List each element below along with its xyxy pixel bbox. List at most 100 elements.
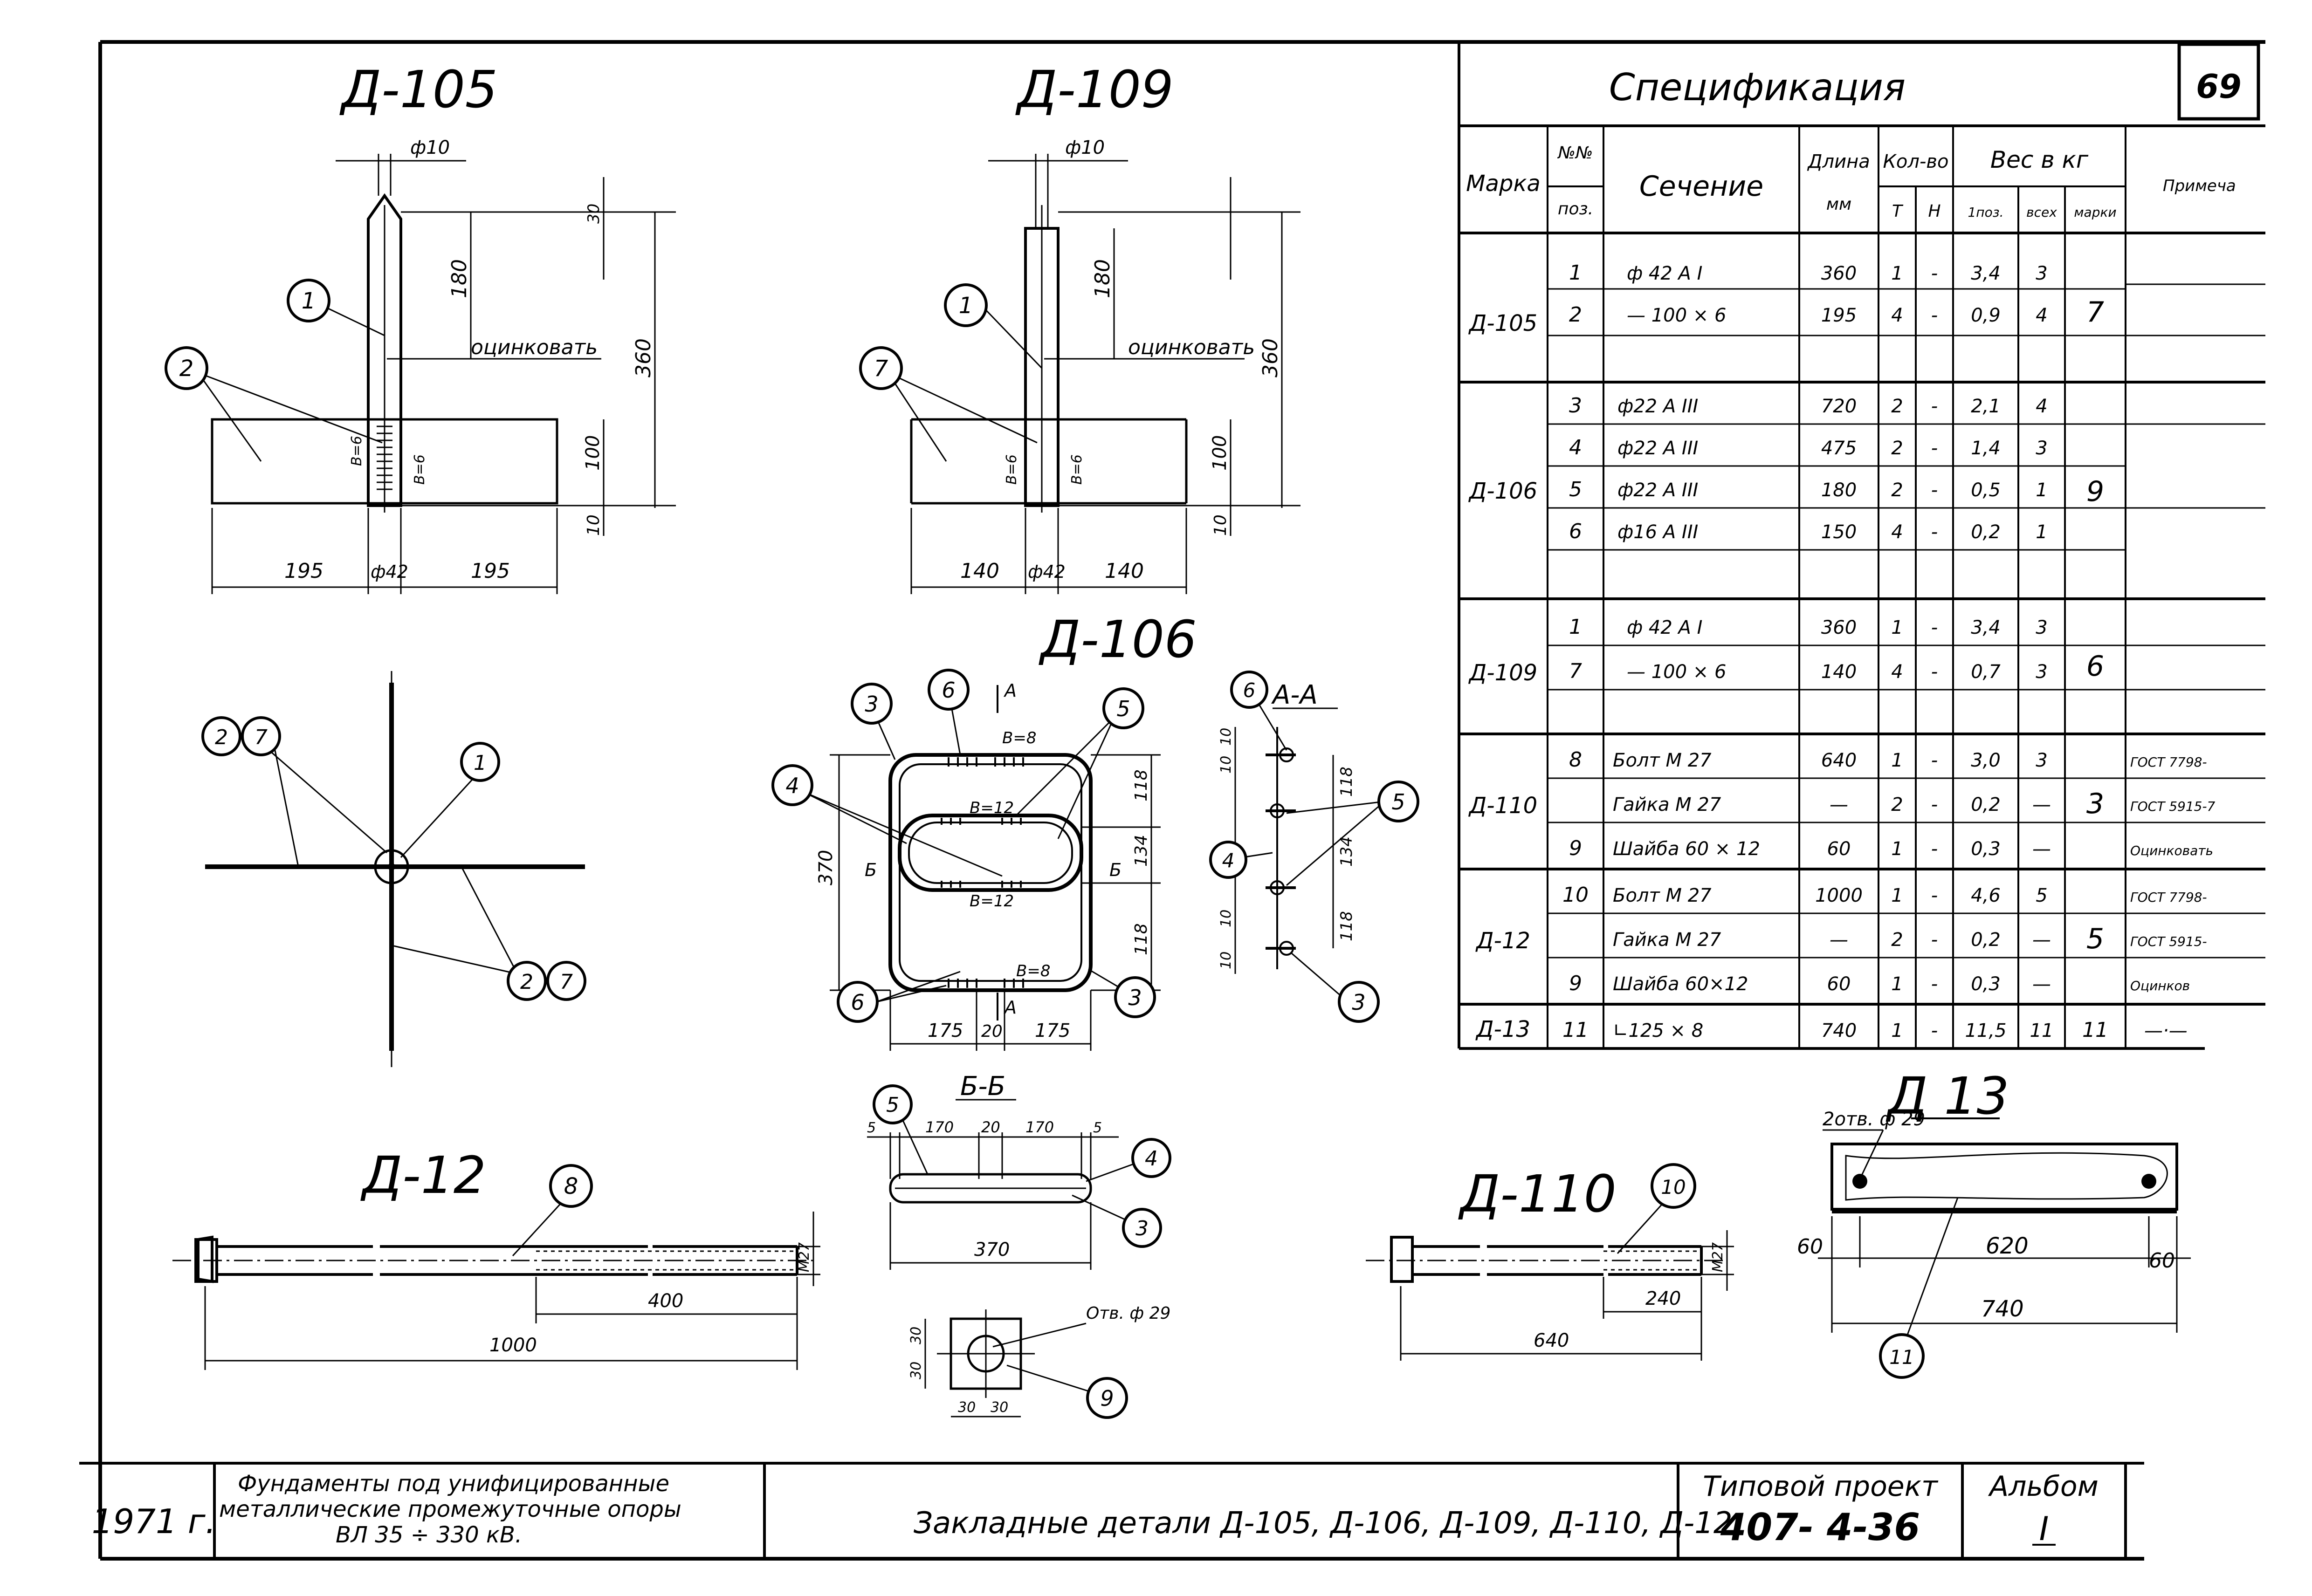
svg-text:-: -: [1931, 929, 1938, 951]
svg-text:Оцинковать: Оцинковать: [2130, 843, 2213, 858]
callout-3-d106-bottom: 3: [1114, 976, 1156, 1018]
hdr-qty-n: Н: [1928, 202, 1940, 221]
svg-text:—: —: [2032, 838, 2051, 860]
sheet-number: 69: [2196, 68, 2241, 106]
svg-text:11: 11: [2030, 1020, 2054, 1041]
svg-text:1: 1: [1891, 838, 1903, 860]
callout-8-d12: 8: [549, 1164, 593, 1208]
svg-text:640: 640: [1821, 750, 1857, 771]
spec-row: 2 — 100 × 6 195 4 - 0,9 4: [1569, 303, 2048, 327]
dim-100-d109: 100: [1209, 435, 1231, 471]
svg-text:3: 3: [1569, 394, 1582, 418]
svg-text:60: 60: [1827, 973, 1851, 995]
tb-project-label: Типовой проект: [1703, 1470, 1939, 1503]
svg-text:9: 9: [1569, 836, 1582, 860]
title-block: 1971 г. Фундаменты под унифицированные м…: [92, 1463, 2127, 1559]
dim-phi10-d109: ф10: [1065, 137, 1105, 158]
spec-row: 3 ф22 А III 720 2 - 2,1 4: [1569, 394, 2048, 418]
drawing-d12: Д-12 400 1000 М27: [172, 1145, 820, 1370]
title-d106: Д-106: [1038, 610, 1197, 669]
svg-text:11: 11: [1889, 1346, 1914, 1369]
spec-markweight-d109: 6: [2086, 650, 2104, 683]
svg-text:3,4: 3,4: [1971, 263, 2001, 284]
svg-text:-: -: [1931, 838, 1938, 860]
svg-text:-: -: [1931, 617, 1938, 638]
svg-text:4: 4: [1891, 661, 1903, 683]
dim-640-d110: 640: [1534, 1330, 1569, 1351]
svg-text:0,2: 0,2: [1971, 929, 2001, 951]
dim-20-d106: 20: [981, 1022, 1003, 1041]
dim-195-right-d105: 195: [471, 559, 510, 583]
callout-5-d106: 5: [1102, 687, 1144, 729]
svg-text:3: 3: [865, 692, 878, 717]
hdr-w-all: всех: [2026, 205, 2057, 220]
spec-mark-d109: Д-109: [1468, 660, 1537, 686]
callout-7-d109: 7: [859, 346, 903, 390]
svg-text:2,1: 2,1: [1971, 396, 2001, 417]
svg-text:4,6: 4,6: [1971, 885, 2001, 906]
svg-text:2: 2: [1891, 438, 1903, 459]
callout-1-d105: 1: [287, 279, 330, 322]
svg-text:11: 11: [1562, 1018, 1589, 1042]
svg-text:—·—: —·—: [2144, 1020, 2188, 1041]
svg-text:5: 5: [1569, 478, 1582, 501]
dim-118-aa-upper: 118: [1337, 767, 1356, 797]
callout-7-plan-bottom: 7: [546, 961, 586, 1001]
svg-text:5: 5: [2036, 885, 2047, 906]
svg-text:10: 10: [1661, 1176, 1686, 1199]
svg-text:1: 1: [1891, 1020, 1903, 1041]
svg-text:6: 6: [942, 678, 955, 703]
svg-text:3: 3: [1135, 1217, 1149, 1240]
dim-1000-d12: 1000: [489, 1335, 537, 1356]
dim-30-washer-h1: 30: [958, 1399, 976, 1416]
callout-5-bb: 5: [873, 1084, 913, 1124]
svg-text:-: -: [1931, 973, 1938, 995]
dim-240-d110: 240: [1645, 1288, 1681, 1309]
svg-text:-: -: [1931, 750, 1938, 771]
weld-b8-bottom: B=8: [1016, 962, 1050, 980]
spec-mark-d12: Д-12: [1475, 928, 1530, 954]
svg-text:195: 195: [1821, 305, 1857, 326]
hdr-mark: Марка: [1466, 171, 1541, 197]
callout-4-aa: 4: [1209, 841, 1247, 879]
callout-11-d13: 11: [1879, 1333, 1925, 1379]
svg-text:-: -: [1931, 479, 1938, 501]
svg-text:1: 1: [1891, 750, 1903, 771]
svg-text:360: 360: [1821, 617, 1857, 638]
svg-text:1000: 1000: [1815, 885, 1863, 906]
callout-4-bb: 4: [1131, 1138, 1171, 1178]
svg-text:475: 475: [1821, 438, 1857, 459]
dim-60-right-d13: 60: [2149, 1249, 2175, 1273]
svg-text:3: 3: [1128, 985, 1142, 1010]
weld-b6-right-d109: B=6: [1069, 454, 1085, 485]
dim-10-aa-3: 10: [1218, 910, 1234, 927]
svg-text:Гайка М 27: Гайка М 27: [1613, 794, 1721, 815]
svg-text:4: 4: [1891, 305, 1903, 326]
svg-text:140: 140: [1821, 661, 1857, 683]
dim-100-d105: 100: [582, 435, 604, 471]
drawing-d13: Д 13 2отв. ф 29 60 620 60 740: [1797, 1066, 2191, 1338]
dim-175-left-d106: 175: [928, 1020, 963, 1041]
svg-text:180: 180: [1821, 479, 1857, 501]
drawing-d105: Д-105 ф10 30 180 360 100 10 оцинковать B…: [197, 60, 676, 594]
callout-7-plan-top: 7: [241, 716, 281, 756]
svg-text:1: 1: [1569, 261, 1582, 285]
callout-5-aa: 5: [1377, 781, 1419, 822]
hdr-weight: Вес в кг: [1990, 146, 2089, 173]
title-d109: Д-109: [1015, 60, 1174, 119]
svg-text:3: 3: [2036, 617, 2047, 638]
section-aa: А-А 10 10 10 10 118 134 118: [1218, 680, 1385, 998]
callout-2-plan-bottom: 2: [507, 961, 547, 1001]
spec-row: 9 Шайба 60 × 12 60 1 - 0,3 — Оцинковать: [1569, 836, 2213, 860]
svg-text:2: 2: [520, 970, 533, 994]
dim-195-left-d105: 195: [284, 559, 323, 583]
svg-text:7: 7: [874, 356, 888, 382]
dim-10-d109: 10: [1211, 514, 1230, 536]
tb-project-number: 407- 4-36: [1720, 1506, 1920, 1549]
svg-text:1: 1: [474, 751, 487, 775]
svg-text:—: —: [2032, 929, 2051, 951]
svg-text:ГОСТ 7798-: ГОСТ 7798-: [2130, 754, 2207, 770]
dim-140-right-d109: 140: [1105, 559, 1144, 583]
spec-mark-d13: Д-13: [1475, 1016, 1530, 1042]
svg-text:720: 720: [1821, 396, 1857, 417]
